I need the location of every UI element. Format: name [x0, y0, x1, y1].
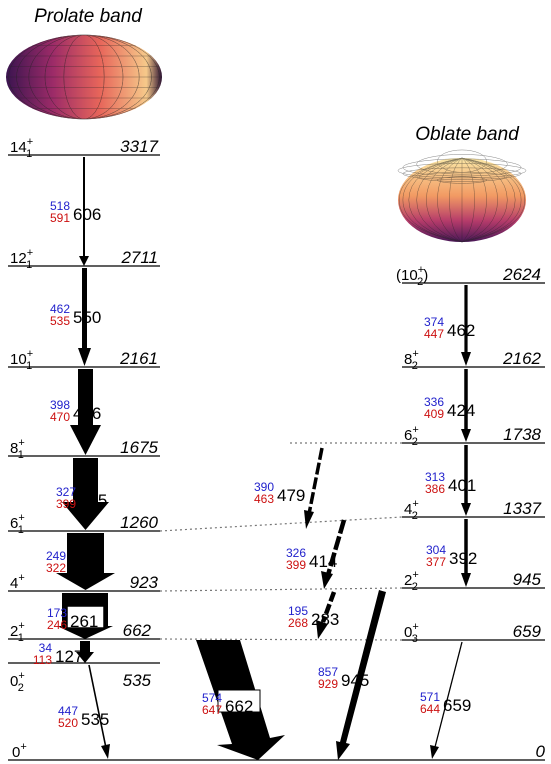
theory-value-red: 535	[50, 314, 70, 328]
oblate-band-title: Oblate band	[415, 124, 520, 145]
level-spin: 0+3	[404, 621, 419, 645]
level-label: (10+2) 2624	[396, 264, 541, 288]
level-label: 0+ 0	[12, 741, 546, 761]
theory-value-red: 409	[424, 407, 444, 421]
prolate-shape-image	[6, 35, 162, 119]
theory-value-red: 447	[424, 327, 444, 341]
level-energy: 2161	[119, 349, 158, 368]
connector-line	[160, 588, 402, 591]
gamma-energy: 662	[225, 697, 253, 716]
level-energy: 662	[123, 621, 152, 640]
gamma-energy: 261	[70, 612, 98, 631]
gamma-energy: 424	[447, 401, 475, 420]
gamma-energy: 337	[69, 555, 97, 574]
level-spin: 0+2	[10, 670, 25, 694]
gamma-energy: 415	[79, 491, 107, 510]
theory-value-red: 591	[50, 211, 70, 225]
gamma-energy: 659	[443, 696, 471, 715]
level-spin: 10+1	[10, 348, 33, 372]
connector-line	[160, 639, 402, 640]
gamma-energy: 401	[448, 476, 476, 495]
theory-value-red: 246	[47, 618, 67, 632]
level-energy: 1675	[120, 438, 158, 457]
level-label: 6+2 1738	[404, 424, 542, 448]
level-spin: (10+2)	[396, 264, 428, 288]
level-label: 4+2 1337	[404, 498, 542, 522]
theory-value-red: 520	[58, 716, 78, 730]
level-energy: 1738	[503, 425, 541, 444]
theory-value-red: 386	[425, 482, 445, 496]
theory-value-red: 322	[46, 561, 66, 575]
level-energy: 535	[123, 671, 152, 690]
transition-label: 313386401	[425, 470, 476, 496]
theory-value-red: 399	[56, 497, 76, 511]
theory-value-red: 647	[202, 703, 222, 717]
theory-value-red: 113	[33, 653, 52, 667]
gamma-energy: 550	[73, 308, 101, 327]
gamma-energy: 535	[81, 710, 109, 729]
level-energy: 945	[513, 570, 542, 589]
level-label: 2+2 945	[404, 569, 542, 593]
theory-value-red: 463	[254, 492, 274, 506]
gamma-energy: 945	[341, 671, 369, 690]
level-label: 0+2 535	[10, 670, 152, 694]
theory-value-red: 470	[50, 410, 70, 424]
level-spin: 0+	[12, 741, 27, 761]
level-spin: 2+2	[404, 569, 419, 593]
transition-arrows	[56, 157, 471, 760]
level-energy: 2624	[502, 265, 541, 284]
gamma-energy: 606	[73, 205, 101, 224]
level-energy: 1260	[120, 513, 158, 532]
level-energy: 1337	[503, 499, 541, 518]
level-energy: 923	[130, 573, 159, 592]
connector-line	[160, 517, 402, 531]
level-spin: 8+2	[404, 348, 419, 372]
theory-value-red: 929	[318, 677, 338, 691]
level-label: 14+1 3317	[10, 136, 159, 160]
level-energy: 659	[513, 622, 542, 641]
level-spin: 12+1	[10, 247, 33, 271]
oblate-shape-image	[398, 150, 526, 242]
gamma-energy: 462	[447, 321, 475, 340]
level-spin: 8+1	[10, 437, 25, 461]
level-spin: 4+2	[404, 498, 419, 522]
level-energy: 3317	[120, 137, 158, 156]
transition-label: 304377392	[426, 543, 477, 569]
gamma-energy: 283	[311, 610, 339, 629]
gamma-energy: 486	[73, 404, 101, 423]
theory-value-red: 268	[288, 616, 308, 630]
level-energy: 0	[536, 742, 546, 761]
gamma-energy: 414	[309, 552, 337, 571]
gamma-energy: 127	[55, 647, 83, 666]
prolate-band-title: Prolate band	[34, 6, 143, 27]
level-label: 0+3 659	[404, 621, 542, 645]
level-spin: 6+2	[404, 424, 419, 448]
transition-label: 518591606	[50, 199, 101, 225]
gamma-energy: 392	[449, 549, 477, 568]
theory-value-red: 377	[426, 555, 446, 569]
theory-value-red: 399	[286, 558, 306, 572]
level-spin: 14+1	[10, 136, 33, 160]
gamma-energy: 479	[277, 486, 305, 505]
level-spin: 4+	[10, 572, 25, 592]
level-spin: 2+1	[10, 620, 25, 644]
theory-value-red: 644	[420, 702, 440, 716]
level-energy: 2162	[502, 349, 541, 368]
level-label: 8+2 2162	[404, 348, 542, 372]
level-spin: 6+1	[10, 512, 25, 536]
transition-label: 326399414	[286, 546, 337, 572]
level-energy: 2711	[120, 248, 158, 267]
